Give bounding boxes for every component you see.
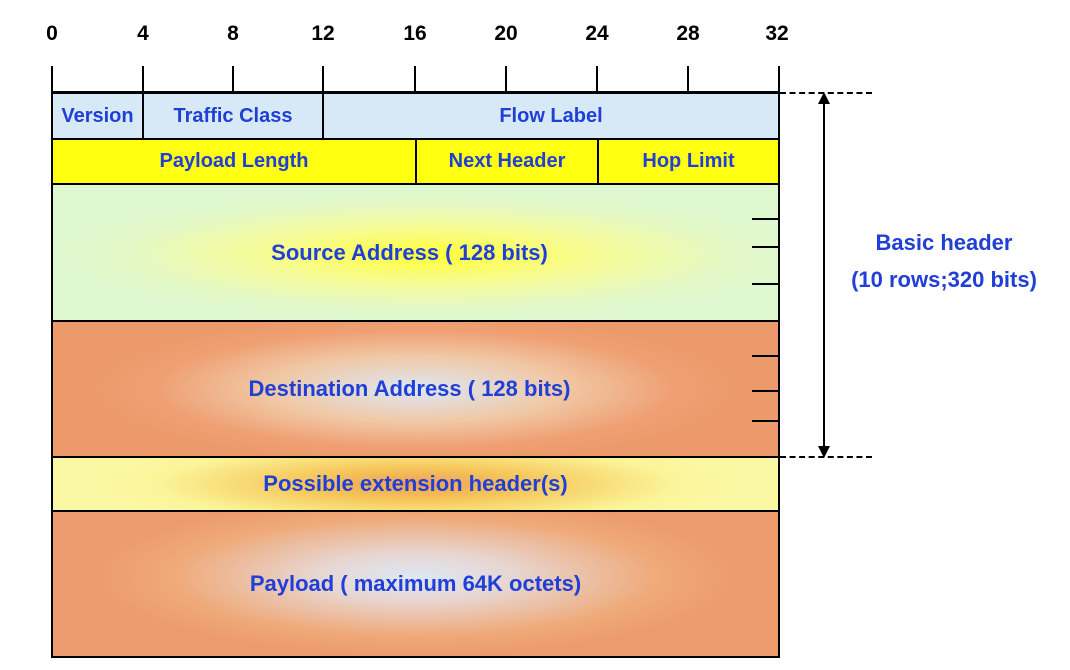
continuation-tick — [752, 420, 778, 422]
tick-label-16: 16 — [403, 22, 427, 45]
ruler-tick — [142, 66, 144, 92]
version-field: Version — [51, 92, 144, 140]
ruler-tick — [505, 66, 507, 92]
tick-label-32: 32 — [765, 22, 789, 45]
traffic-class-label: Traffic Class — [173, 104, 293, 127]
traffic-class-field: Traffic Class — [142, 92, 324, 140]
ruler-tick — [232, 66, 234, 92]
ruler-tick — [596, 66, 598, 92]
tick-label-0: 0 — [46, 22, 58, 45]
next-header-field: Next Header — [415, 138, 599, 185]
extension-header-block: Possible extension header(s) — [51, 456, 780, 512]
continuation-tick — [752, 355, 778, 357]
hop-limit-label: Hop Limit — [642, 150, 735, 172]
tick-label-12: 12 — [311, 22, 335, 45]
version-label: Version — [61, 104, 134, 127]
extension-header-label: Possible extension header(s) — [263, 471, 568, 496]
continuation-tick — [752, 246, 778, 248]
tick-label-20: 20 — [494, 22, 518, 45]
tick-label-8: 8 — [227, 22, 239, 45]
payload-length-field: Payload Length — [51, 138, 417, 185]
next-header-label: Next Header — [448, 150, 566, 172]
source-address-block: Source Address ( 128 bits) — [51, 183, 780, 322]
basic-header-size-label: (10 rows;320 bits) — [851, 267, 1037, 292]
destination-address-block: Destination Address ( 128 bits) — [51, 320, 780, 458]
flow-label-field: Flow Label — [322, 92, 780, 140]
payload-block: Payload ( maximum 64K octets) — [51, 510, 780, 658]
ruler-tick — [51, 66, 53, 92]
payload-length-label: Payload Length — [159, 150, 309, 172]
continuation-tick — [752, 283, 778, 285]
hop-limit-field: Hop Limit — [597, 138, 780, 185]
continuation-tick — [752, 218, 778, 220]
payload-label: Payload ( maximum 64K octets) — [249, 571, 582, 596]
tick-label-24: 24 — [585, 22, 609, 45]
source-address-label: Source Address ( 128 bits) — [271, 239, 548, 265]
ruler-tick — [322, 66, 324, 92]
continuation-tick — [752, 390, 778, 392]
header-top-dashed-line — [780, 92, 872, 94]
destination-address-label: Destination Address ( 128 bits) — [248, 376, 571, 401]
ruler-tick — [414, 66, 416, 92]
double-arrow-icon — [818, 92, 830, 458]
tick-label-4: 4 — [137, 22, 149, 45]
header-bottom-dashed-line — [780, 456, 872, 458]
flow-label-label: Flow Label — [499, 104, 603, 127]
tick-label-28: 28 — [676, 22, 700, 45]
ruler-tick — [778, 66, 780, 92]
basic-header-label: Basic header — [875, 230, 1013, 255]
ruler-tick — [687, 66, 689, 92]
